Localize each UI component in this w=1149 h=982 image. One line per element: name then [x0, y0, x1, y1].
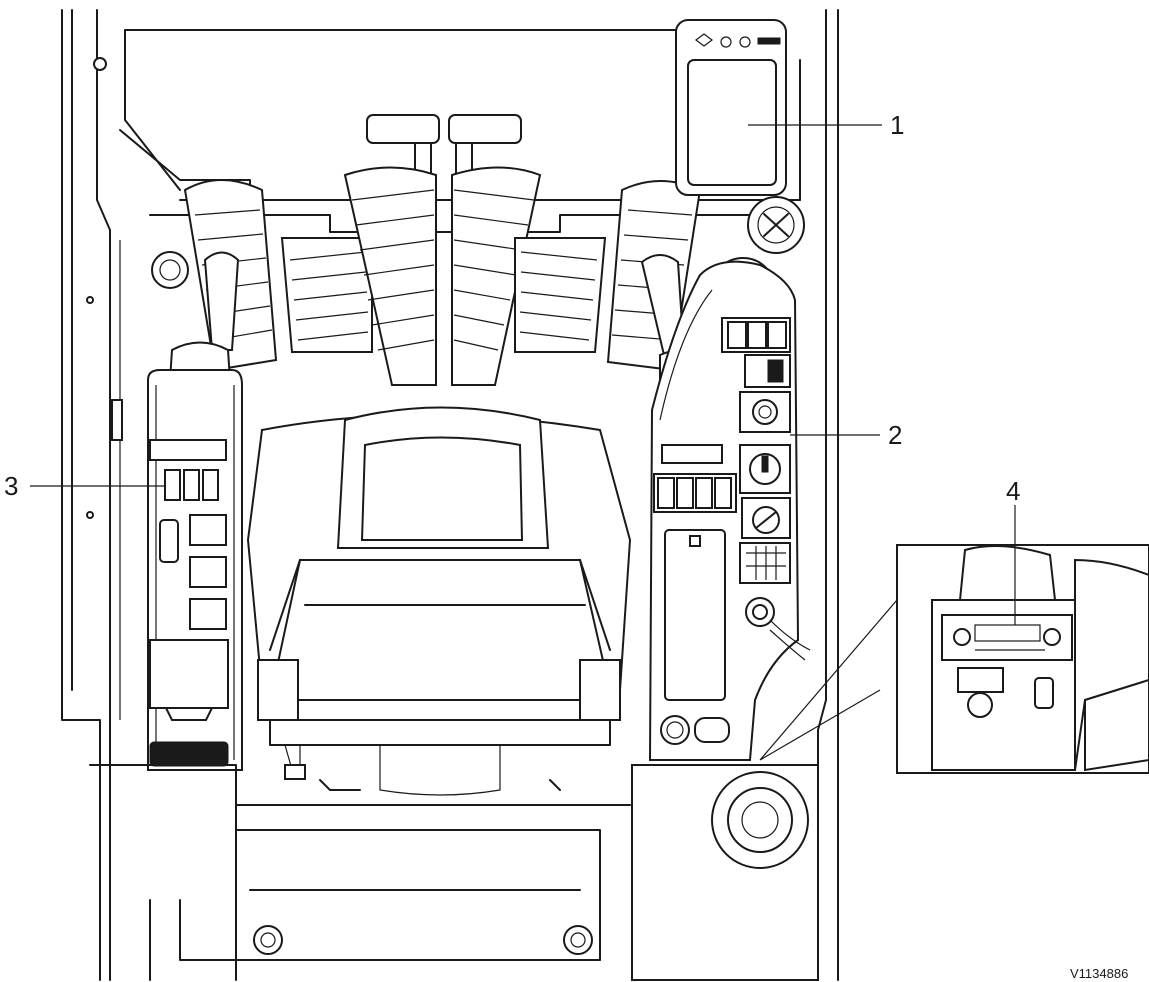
callout-labels: 1 2 3 4 — [4, 110, 1020, 506]
left-switch-1 — [164, 469, 181, 501]
left-switch-2 — [183, 469, 200, 501]
right-control-panel — [640, 254, 811, 761]
hinge-bolt — [93, 57, 107, 71]
callout-2: 2 — [888, 420, 902, 450]
right-travel-handle — [448, 114, 522, 144]
display-monitor — [675, 19, 805, 254]
left-travel-handle — [366, 114, 440, 144]
callout-1: 1 — [890, 110, 904, 140]
callout-leaders — [30, 124, 1016, 625]
left-joystick — [203, 251, 240, 351]
callout-3: 3 — [4, 471, 18, 501]
radio-inset — [759, 544, 1149, 774]
left-switch-3 — [202, 469, 219, 501]
callout-4: 4 — [1006, 476, 1020, 506]
figure-reference-code: V1134886 — [1070, 966, 1128, 981]
inset-leader-lines — [759, 599, 898, 761]
operator-seat — [246, 406, 632, 796]
jog-dial — [752, 399, 778, 425]
lower-floor — [89, 764, 819, 981]
left-control-panel — [147, 251, 243, 771]
